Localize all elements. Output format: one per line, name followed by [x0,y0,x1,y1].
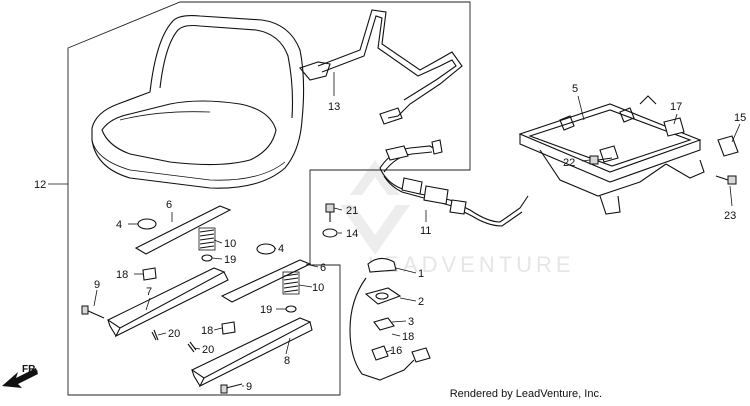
spring-left [198,227,216,251]
bolt-21 [325,203,335,222]
callout-11: 11 [420,225,431,237]
callout-6-left: 6 [166,199,172,211]
callout-17: 17 [670,101,682,113]
seat-wire-frame [299,9,463,125]
seat-switch [349,257,431,381]
nut-19-left [201,254,213,262]
callout-9-right: 9 [246,381,252,393]
nut-19-right [285,305,297,313]
seat-cushion [91,15,305,189]
seat-slide-lower-right [190,317,313,388]
callout-labels: 12 13 11 5 17 15 22 23 21 14 1 2 3 18 16… [34,83,746,393]
callout-18-left: 18 [116,269,128,281]
callout-18-mid: 18 [201,325,213,337]
pin-20-left [151,329,159,341]
footer-credit: Rendered by LeadVenture, Inc. [449,388,602,400]
flange-bolt-23 [715,175,737,185]
callout-6-right: 6 [320,262,326,274]
callout-16: 16 [390,345,402,357]
callout-8: 8 [284,355,290,367]
leader-lines [48,72,741,387]
callout-1: 1 [418,268,424,280]
callout-7: 7 [146,286,152,298]
watermark-logo [340,160,410,255]
bolt-9-right [220,383,243,394]
callout-4-left: 4 [116,219,122,231]
pin-20-right [187,341,197,353]
callout-12: 12 [34,179,46,191]
callout-20-right: 20 [202,344,214,356]
seat-slide-lower-left [106,267,229,338]
nut-18-mid [221,321,236,335]
callout-19-right: 19 [260,304,272,316]
callout-10-right: 10 [312,282,324,294]
callout-19-left: 19 [224,254,236,266]
washer-4-left [137,218,157,230]
callout-21: 21 [346,205,358,217]
front-direction-arrow: FR. [2,364,38,388]
clip [663,117,685,137]
seat-bracket [518,95,705,215]
watermark-text: LEADVENTURE [368,252,575,277]
callout-5: 5 [572,83,578,95]
seat-switch-harness [379,139,529,227]
bolt-9-left [81,305,105,319]
front-direction-label: FR. [22,364,38,375]
callout-14: 14 [346,228,358,240]
nut-18-left [142,267,157,281]
seat-rail-right [220,259,312,303]
callout-3: 3 [408,316,414,328]
washer-14 [322,228,338,238]
callout-15: 15 [734,112,746,124]
callout-10-left: 10 [224,238,236,250]
washer-4-right [256,243,276,255]
cable-clip [717,135,739,157]
callout-2: 2 [418,296,424,308]
callout-20-left: 20 [168,328,180,340]
seat-rail-left [134,205,232,255]
callout-4-right: 4 [278,243,284,255]
callout-18-switch: 18 [402,331,414,343]
callout-13: 13 [328,101,340,113]
callout-22: 22 [563,157,575,169]
callout-9-left: 9 [94,279,100,291]
spring-right [282,271,300,295]
callout-23: 23 [724,210,736,222]
